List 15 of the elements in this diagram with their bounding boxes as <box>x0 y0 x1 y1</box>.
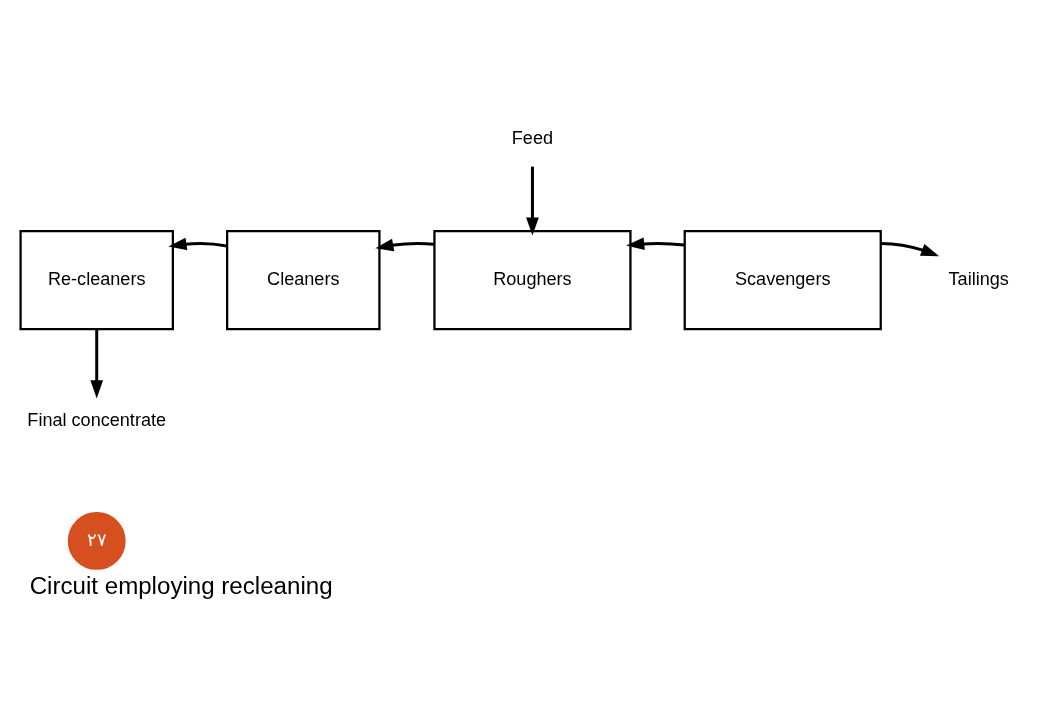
node-box: Scavengers <box>683 230 882 331</box>
arrow <box>526 166 539 236</box>
node-text: Feed <box>511 127 554 148</box>
node-box: Re-cleaners <box>19 230 174 331</box>
node-circle: ٢٧ <box>67 512 126 570</box>
node-text: Final concentrate <box>27 409 167 430</box>
node-box: Roughers <box>433 230 632 331</box>
caption: Circuit employing recleaning <box>29 572 333 600</box>
arrow <box>375 238 435 252</box>
node-box: Cleaners <box>226 230 381 331</box>
arrow <box>168 237 228 251</box>
arrow <box>626 237 685 251</box>
node-text: Tailings <box>948 268 1009 289</box>
arrow <box>90 329 104 399</box>
arrow <box>881 241 940 257</box>
